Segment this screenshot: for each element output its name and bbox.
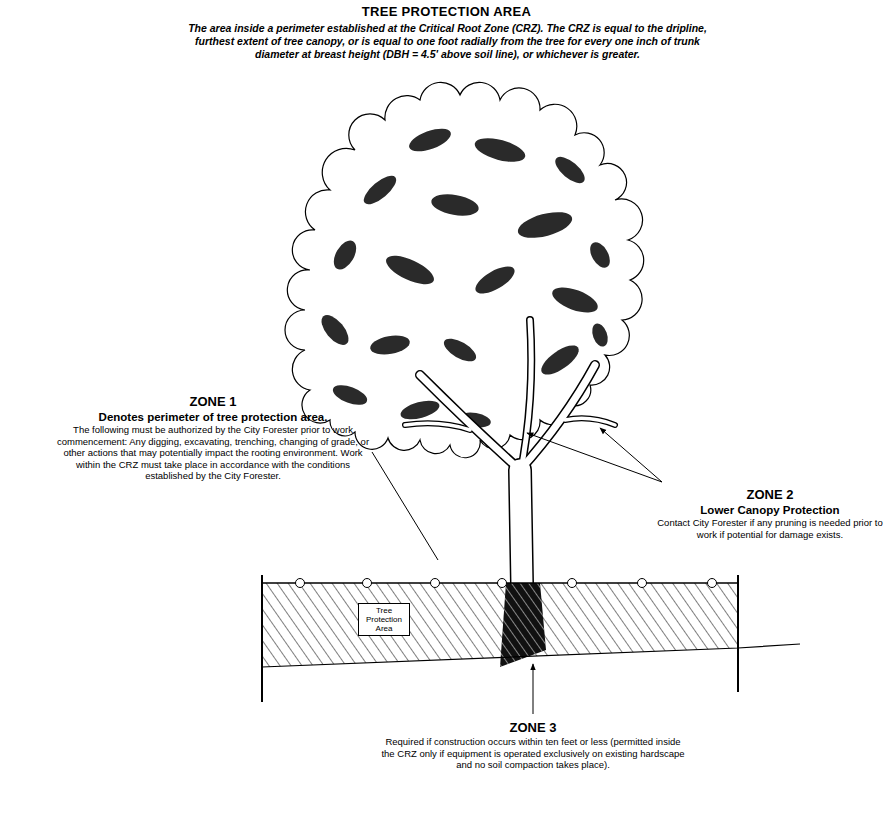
zone-number: ZONE 3	[378, 720, 688, 736]
leader-lines	[372, 428, 662, 714]
note-text: The area inside a perimeter established …	[175, 22, 720, 61]
diagram-title: TREE PROTECTION AREA	[0, 4, 893, 19]
label-group: ZONE 3Required if construction occurs wi…	[378, 720, 688, 771]
label-group: ZONE 2Lower Canopy ProtectionContact Cit…	[655, 487, 885, 540]
label-group: ZONE 1Denotes perimeter of tree protecti…	[52, 394, 374, 482]
zone-heading: Denotes perimeter of tree protection are…	[52, 410, 374, 424]
label-group: The area inside a perimeter established …	[175, 22, 720, 61]
zone-note: Required if construction occurs within t…	[378, 736, 688, 771]
fence-post	[261, 575, 263, 702]
sign-text: Tree Protection Area	[362, 606, 406, 633]
sign-box: Tree Protection Area	[358, 603, 410, 636]
protection-fence	[262, 583, 738, 667]
zone-number: ZONE 2	[655, 487, 885, 503]
zone-number: ZONE 1	[52, 394, 374, 410]
canopy-outline	[285, 82, 644, 457]
zone-note: Contact City Forester if any pruning is …	[655, 517, 885, 540]
tree-branches	[405, 320, 615, 585]
zone-note: The following must be authorized by the …	[52, 424, 374, 482]
foliage-shading	[317, 124, 614, 430]
zone-heading: Lower Canopy Protection	[655, 503, 885, 517]
fence-post	[737, 575, 739, 692]
trunk-base	[500, 583, 546, 667]
fence-ties	[296, 579, 717, 588]
ground-line	[262, 644, 800, 667]
